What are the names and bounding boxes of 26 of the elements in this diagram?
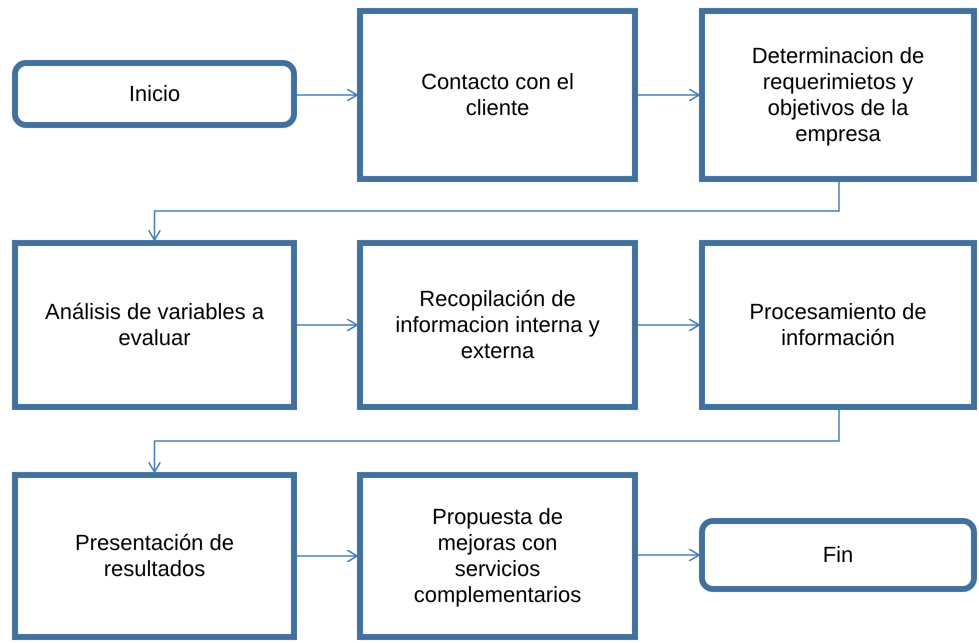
- process-box: [357, 472, 638, 640]
- box-text: Contacto con el cliente: [420, 69, 575, 121]
- process-box: [699, 240, 977, 410]
- box-text: Determinacion de requerimietos y objetivos de la empresa: [750, 43, 926, 147]
- process-box: [699, 8, 977, 182]
- process-box: [12, 240, 297, 410]
- arrow: [148, 182, 840, 241]
- box-text: Procesamiento de información: [748, 299, 928, 351]
- process-box: [12, 472, 297, 640]
- arrow: [148, 410, 840, 473]
- arrow: [297, 318, 358, 332]
- arrow: [297, 549, 358, 563]
- terminal-box: [12, 60, 297, 128]
- process-box: [357, 240, 638, 410]
- box-text: Presentación de resultados: [74, 530, 235, 582]
- box-text: Fin: [822, 542, 854, 568]
- box-text: Inicio: [128, 81, 180, 107]
- arrow: [297, 88, 358, 102]
- arrow: [638, 548, 700, 562]
- process-box: [357, 8, 638, 182]
- arrow: [638, 88, 700, 102]
- terminal-box: [699, 518, 977, 592]
- arrow: [638, 318, 700, 332]
- box-text: Análisis de variables a evaluar: [44, 299, 265, 351]
- box-text: Recopilación de informacion interna y externa: [394, 286, 601, 364]
- box-text: Propuesta de mejoras con servicios complementarios: [412, 504, 582, 608]
